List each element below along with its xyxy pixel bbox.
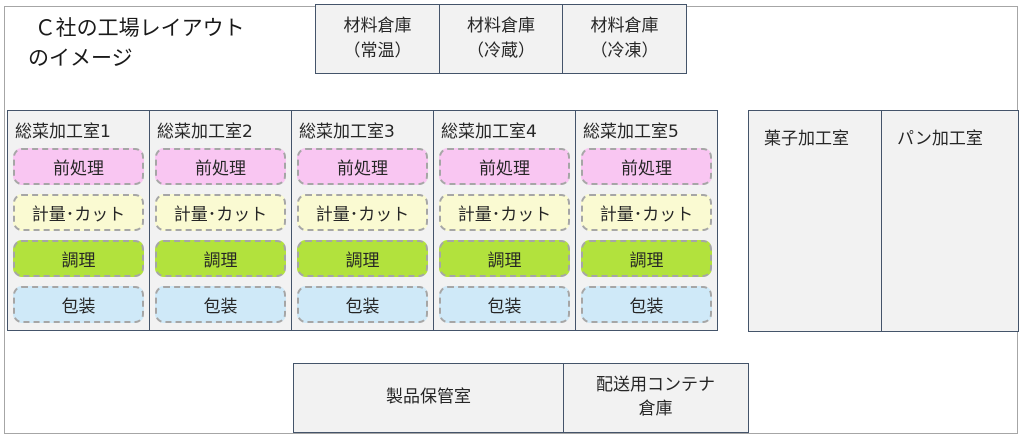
room-title: 総菜加工室2: [157, 122, 253, 142]
bread-processing-room: パン加工室: [881, 110, 1019, 332]
process-step-pre-processing: 前処理: [581, 148, 712, 185]
process-step-cooking: 調理: [13, 240, 144, 277]
processing-room-3: 総菜加工室3 前処理 計量･カット 調理 包装: [291, 110, 434, 331]
process-step-weighing-cutting: 計量･カット: [13, 194, 144, 231]
process-step-weighing-cutting: 計量･カット: [439, 194, 570, 231]
process-step-cooking: 調理: [439, 240, 570, 277]
material-warehouse-ambient: 材料倉庫 （常温）: [315, 4, 440, 74]
process-step-cooking: 調理: [581, 240, 712, 277]
process-step-weighing-cutting: 計量･カット: [297, 194, 428, 231]
process-step-packaging: 包装: [155, 286, 286, 323]
processing-room-4: 総菜加工室4 前処理 計量･カット 調理 包装: [433, 110, 576, 331]
room-title: 総菜加工室4: [441, 122, 537, 142]
material-warehouse-row: 材料倉庫 （常温） 材料倉庫 （冷蔵） 材料倉庫 （冷凍）: [315, 4, 687, 74]
material-warehouse-frozen: 材料倉庫 （冷凍）: [562, 4, 687, 74]
process-step-cooking: 調理: [297, 240, 428, 277]
process-step-pre-processing: 前処理: [297, 148, 428, 185]
bottom-rooms-row: 製品保管室 配送用コンテナ 倉庫: [293, 363, 749, 433]
process-step-weighing-cutting: 計量･カット: [155, 194, 286, 231]
confectionery-processing-room: 菓子加工室: [748, 110, 882, 332]
process-step-packaging: 包装: [581, 286, 712, 323]
room-title: 総菜加工室3: [299, 122, 395, 142]
process-step-pre-processing: 前処理: [155, 148, 286, 185]
room-title: 総菜加工室1: [15, 122, 111, 142]
process-step-packaging: 包装: [439, 286, 570, 323]
process-step-packaging: 包装: [13, 286, 144, 323]
material-warehouse-refrigerated: 材料倉庫 （冷蔵）: [438, 4, 564, 74]
diagram-title: Ｃ社の工場レイアウト のイメージ: [28, 16, 245, 70]
room-title: 総菜加工室5: [583, 122, 679, 142]
side-rooms-row: 菓子加工室 パン加工室: [748, 110, 1019, 332]
process-step-weighing-cutting: 計量･カット: [581, 194, 712, 231]
process-step-cooking: 調理: [155, 240, 286, 277]
processing-room-5: 総菜加工室5 前処理 計量･カット 調理 包装: [575, 110, 718, 331]
process-step-packaging: 包装: [297, 286, 428, 323]
process-step-pre-processing: 前処理: [13, 148, 144, 185]
processing-rooms-row: 総菜加工室1 前処理 計量･カット 調理 包装 総菜加工室2 前処理 計量･カッ…: [7, 110, 718, 331]
product-storage-room: 製品保管室: [293, 363, 564, 433]
process-step-pre-processing: 前処理: [439, 148, 570, 185]
delivery-container-warehouse: 配送用コンテナ 倉庫: [562, 363, 749, 433]
processing-room-1: 総菜加工室1 前処理 計量･カット 調理 包装: [7, 110, 150, 331]
processing-room-2: 総菜加工室2 前処理 計量･カット 調理 包装: [149, 110, 292, 331]
